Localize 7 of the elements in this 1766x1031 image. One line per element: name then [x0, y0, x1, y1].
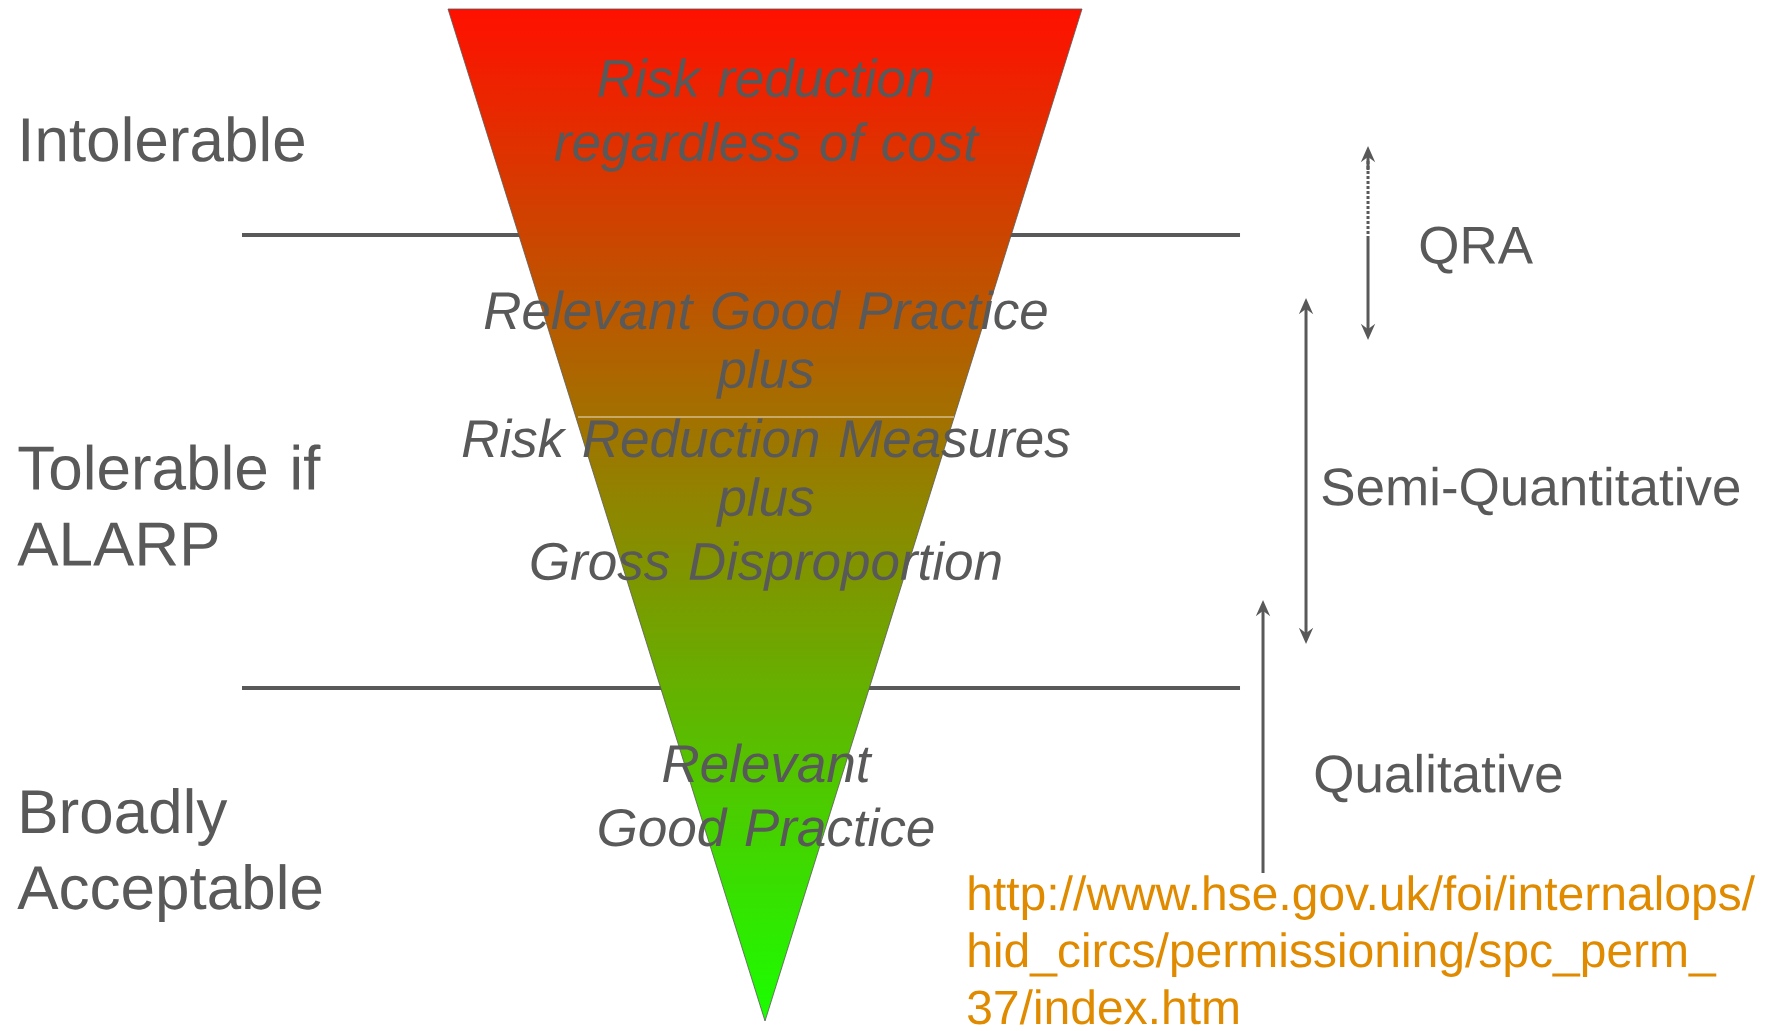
url-link: http://www.hse.gov.uk/foi/internalops/hid_circs/permissioning/spc_perm_37/index.htm	[968, 875, 1756, 1025]
zone-label: Broadly Acceptable	[17, 788, 322, 922]
method-label: Qualitative	[1315, 753, 1562, 803]
method-label: Semi-Quantitative	[1322, 466, 1740, 516]
method-label: QRA	[1420, 226, 1533, 274]
zone-label: Tolerable if ALARP	[17, 444, 321, 566]
zone-label: Intolerable	[22, 116, 304, 162]
